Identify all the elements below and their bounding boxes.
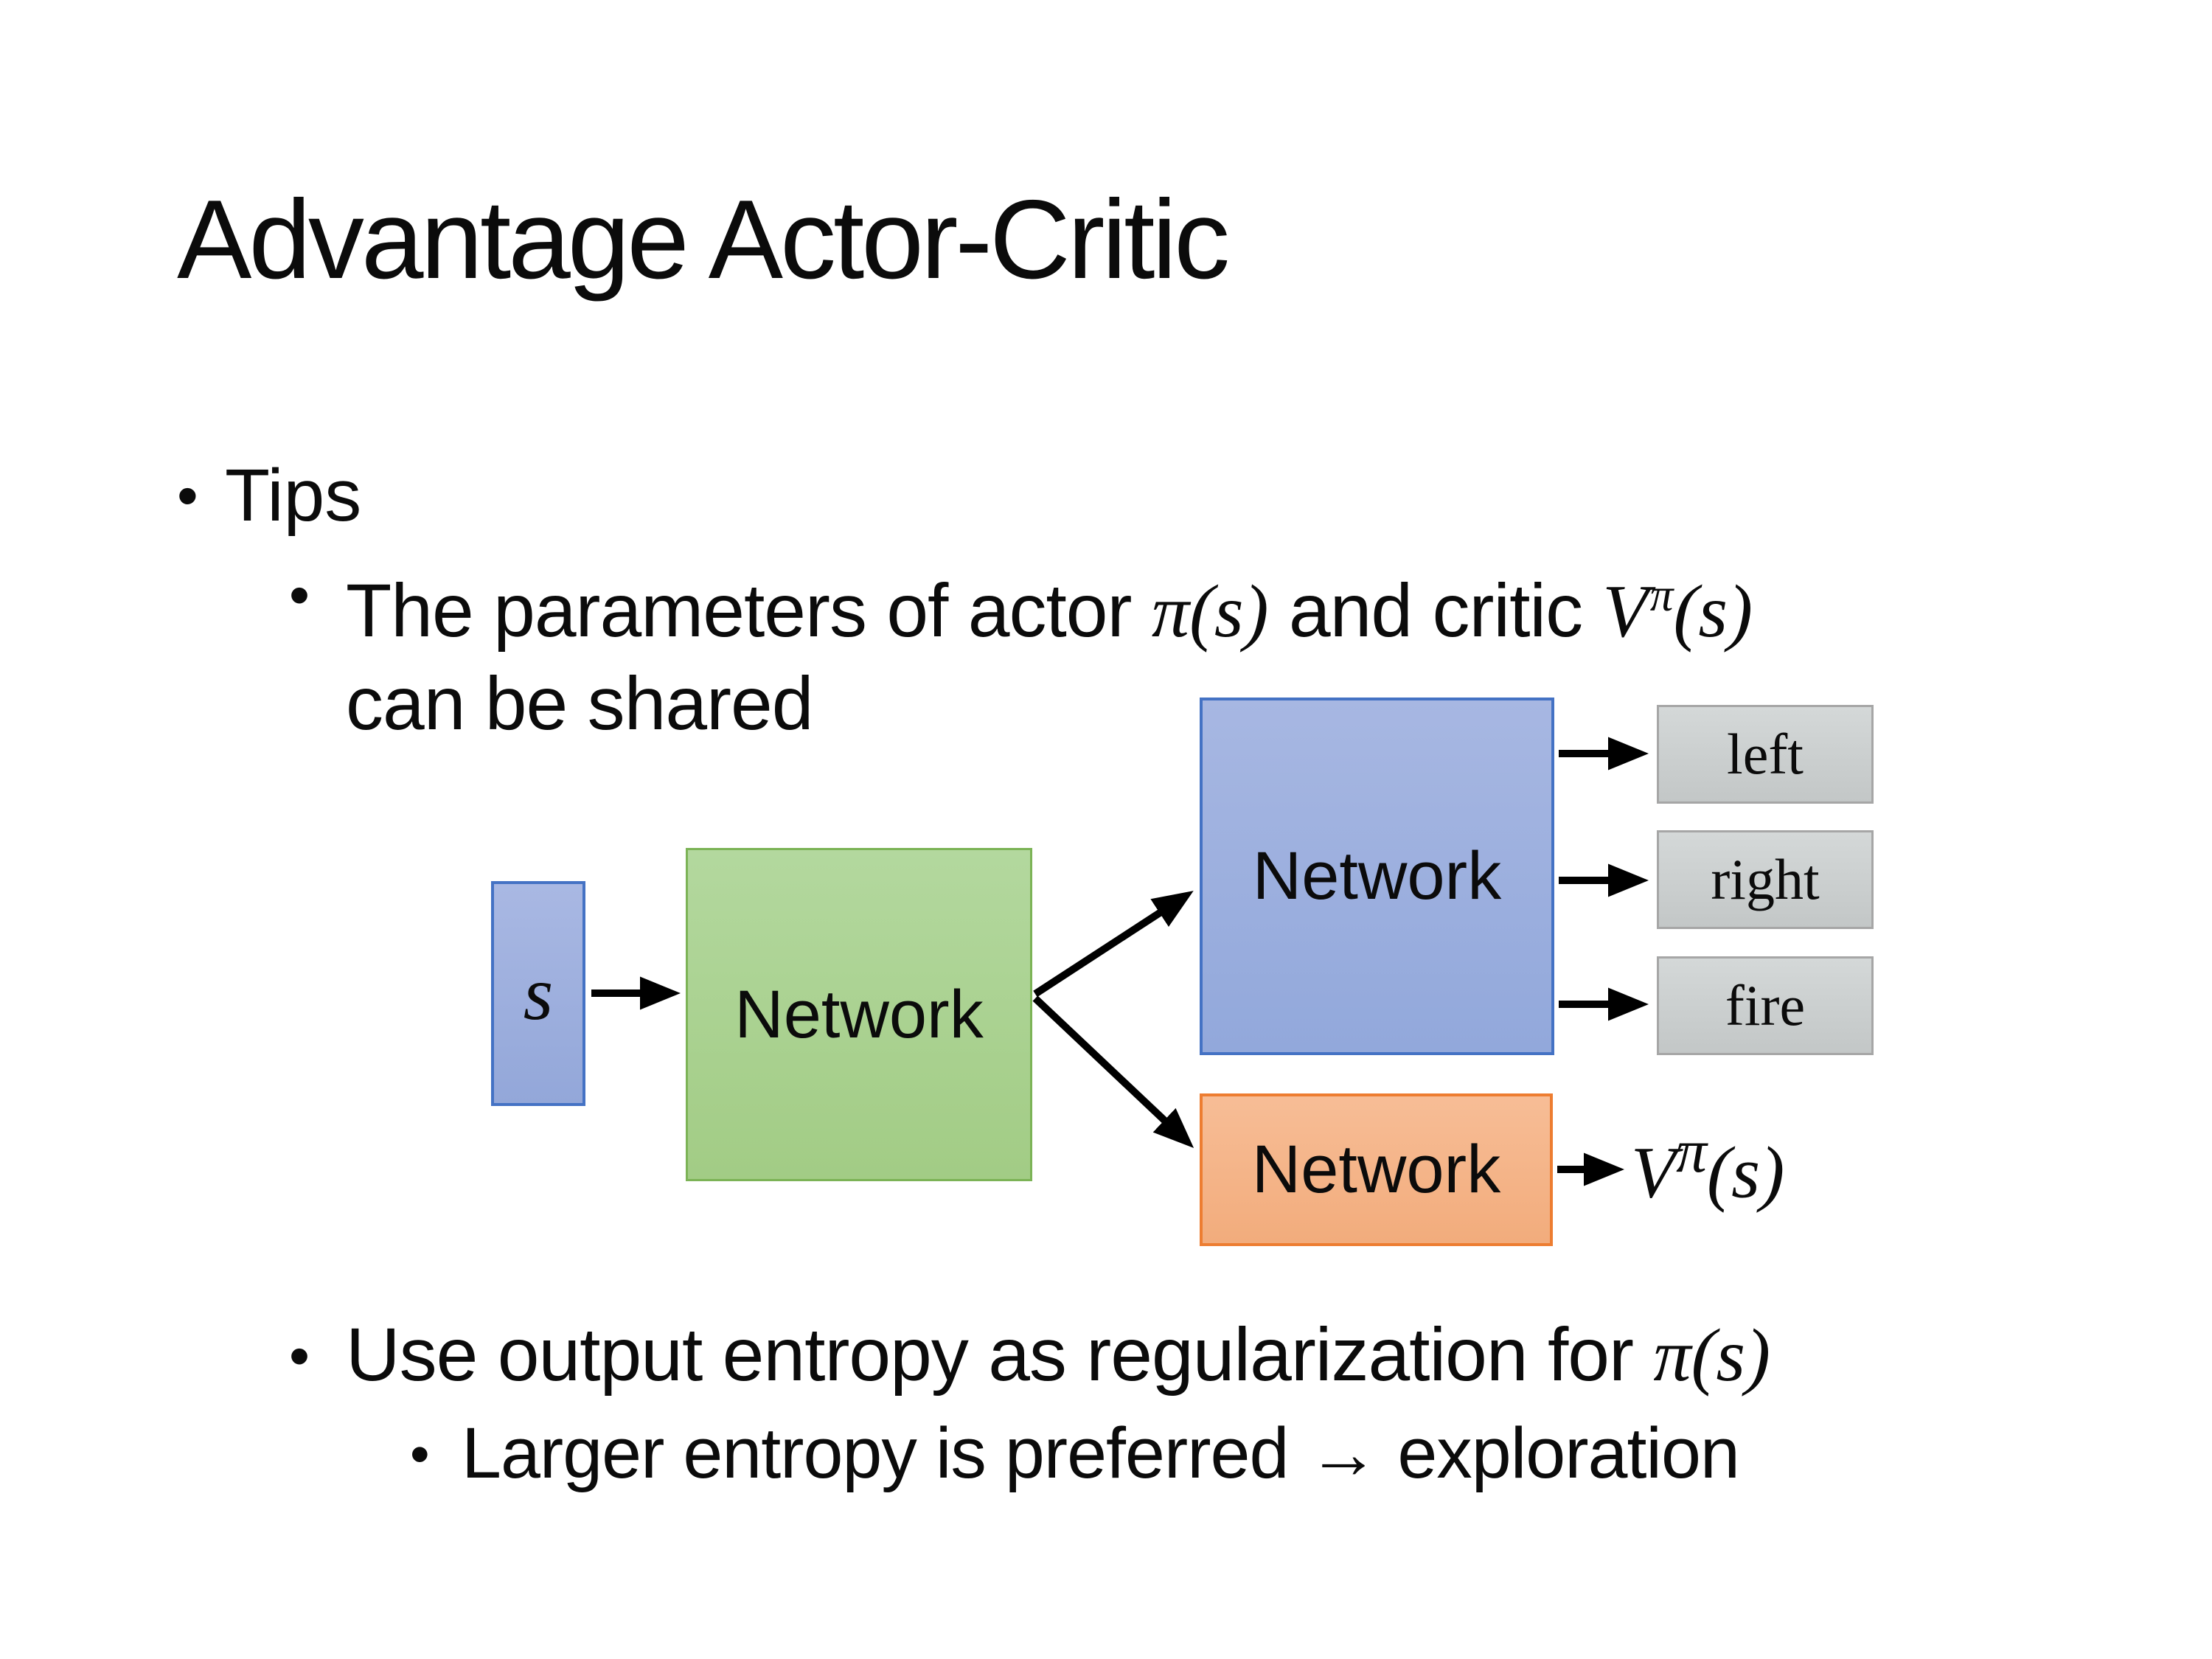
- bullet-dot: •: [177, 462, 198, 529]
- math-actor-pi-s: π(s): [1151, 569, 1269, 653]
- actor-network-box: Network: [1200, 698, 1554, 1055]
- action-label-right: right: [1711, 847, 1820, 911]
- slide-title: Advantage Actor-Critic: [177, 177, 1230, 302]
- arrow-shared-to-actor: [1033, 891, 1194, 998]
- bullet-dot: •: [289, 1323, 310, 1388]
- parameters-text-pre: The parameters of actor: [346, 568, 1152, 653]
- action-box-fire: fire: [1657, 956, 1874, 1055]
- critic-network-label: Network: [1251, 1132, 1501, 1207]
- value-output-label: Vπ(s): [1631, 1118, 1785, 1214]
- bullet-tips: • Tips: [177, 451, 361, 540]
- action-box-left: left: [1657, 705, 1874, 804]
- bullet-entropy: • Use output entropy as regularization fo…: [289, 1309, 1770, 1402]
- bullet-dot: •: [410, 1423, 430, 1486]
- actor-network-label: Network: [1252, 838, 1502, 914]
- math-entropy-pi-s: π(s): [1653, 1314, 1771, 1397]
- exploration-text: Larger entropy is preferred → exploratio…: [462, 1413, 1740, 1493]
- shared-network-label: Network: [734, 976, 984, 1052]
- bullet-exploration: • Larger entropy is preferred → explorati…: [410, 1410, 1740, 1498]
- bullet-parameters: • The parameters of actor π(s) and criti…: [289, 549, 1753, 749]
- math-critic-V-pi-s: Vπ(s): [1602, 569, 1753, 653]
- bullet-dot: •: [289, 562, 310, 627]
- arrow-shared-to-critic: [1032, 995, 1194, 1149]
- tips-label: Tips: [225, 454, 362, 537]
- shared-network-box: Network: [686, 848, 1032, 1181]
- action-box-right: right: [1657, 830, 1874, 929]
- action-label-fire: fire: [1725, 973, 1806, 1037]
- action-label-left: left: [1727, 722, 1804, 786]
- parameters-line1: The parameters of actor π(s) and critic …: [346, 549, 1753, 658]
- parameters-line2: can be shared: [346, 661, 813, 745]
- state-input-label: s: [523, 951, 554, 1036]
- entropy-text-pre: Use output entropy as regularization for: [346, 1312, 1654, 1397]
- state-input-box: s: [491, 881, 585, 1106]
- parameters-text-mid: and critic: [1268, 568, 1603, 653]
- critic-network-box: Network: [1200, 1093, 1553, 1246]
